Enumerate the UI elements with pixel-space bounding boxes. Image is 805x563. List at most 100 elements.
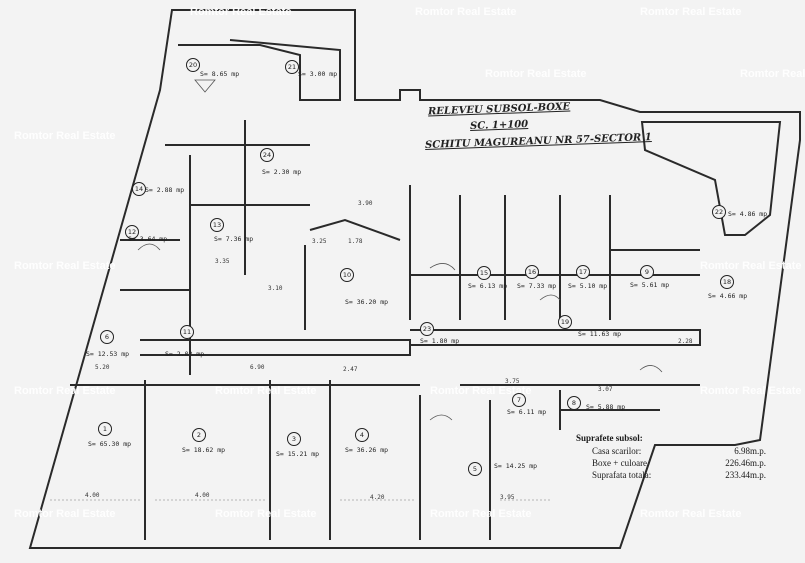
room-number: 1 [98, 422, 112, 436]
room-area: S= 8.65 mp [200, 70, 240, 78]
door-swing [137, 243, 161, 251]
dimension-label: 4.00 [195, 492, 210, 499]
room-number: 11 [180, 325, 194, 339]
room-area: S= 2.02 mp [165, 350, 205, 358]
area-summary: Suprafete subsol: Casa scarilor: 6.98m.p… [576, 433, 766, 482]
watermark: Romtor Real Estate [430, 508, 532, 520]
stair-hatch [194, 79, 216, 93]
room-area: S= 12.53 mp [86, 350, 130, 358]
room-number: 19 [558, 315, 572, 329]
room-area: S= 6.11 mp [507, 408, 547, 416]
room-number: 16 [525, 265, 539, 279]
watermark: Romtor Real Estate [14, 385, 116, 397]
dimension-label: 2.28 [678, 338, 693, 345]
dimension-label: 3.25 [312, 238, 327, 245]
corridor-wall [410, 329, 701, 346]
room-area: S= 4.66 mp [708, 292, 748, 300]
watermark: Romtor Real Estate [215, 385, 317, 397]
door-swing [429, 263, 456, 271]
room-area: S= 2.88 mp [145, 186, 185, 194]
room-number: 22 [712, 205, 726, 219]
room-area: S= 1.80 mp [420, 337, 460, 345]
dimension-label: 3.35 [215, 258, 230, 265]
room-area: S= 4.86 mp [728, 210, 768, 218]
summary-row: Suprafata totala: 233.44m.p. [592, 470, 766, 480]
room-area: S= 36.20 mp [345, 298, 389, 306]
watermark: Romtor Real Estate [14, 260, 116, 272]
dimension-label: 2.47 [343, 366, 358, 373]
summary-row: Casa scarilor: 6.98m.p. [592, 446, 766, 456]
dimension-label: 4.00 [85, 492, 100, 499]
room-number: 9 [640, 265, 654, 279]
room-number: 13 [210, 218, 224, 232]
room-number: 6 [100, 330, 114, 344]
room-number: 18 [720, 275, 734, 289]
room-area: S= 5.88 mp [586, 403, 626, 411]
outer-wall [28, 9, 801, 549]
watermark: Romtor Real Estate [14, 130, 116, 142]
dimension-label: 5.20 [95, 364, 110, 371]
dimension-label: 3.07 [598, 386, 613, 393]
corridor-wall [140, 339, 411, 356]
door-swing [429, 414, 453, 421]
summary-value: 6.98m.p. [734, 446, 766, 456]
room-number: 17 [576, 265, 590, 279]
room-area: S= 14.25 mp [494, 462, 538, 470]
room-number: 4 [355, 428, 369, 442]
watermark: Romtor Real Estate [700, 260, 802, 272]
summary-value: 233.44m.p. [725, 470, 766, 480]
watermark: Romtor Real Estate [640, 6, 742, 18]
annex-wall [178, 39, 341, 101]
room-area: S= 7.36 mp [214, 235, 254, 243]
room-area: S= 36.26 mp [345, 446, 389, 454]
room-number: 23 [420, 322, 434, 336]
annex-wall [640, 121, 782, 236]
room-number: 7 [512, 393, 526, 407]
room-number: 8 [567, 396, 581, 410]
summary-value: 226.46m.p. [725, 458, 766, 468]
room-number: 10 [340, 268, 354, 282]
watermark: Romtor Real Estate [430, 385, 532, 397]
door-swing [639, 365, 663, 373]
room-number: 2 [192, 428, 206, 442]
room-number: 14 [132, 182, 146, 196]
room-area: S= 2.30 mp [262, 168, 302, 176]
room-area: S= 6.13 mp [468, 282, 508, 290]
dimension-label: 3.10 [268, 285, 283, 292]
room-area: S= 7.33 mp [517, 282, 557, 290]
watermark: Romtor Real Estate [415, 6, 517, 18]
summary-row: Boxe + culoare 226.46m.p. [592, 458, 766, 468]
room-area: S= 15.21 mp [276, 450, 320, 458]
room-area: S= 5.10 mp [568, 282, 608, 290]
watermark: Romtor Real Estate [640, 508, 742, 520]
summary-label: Casa scarilor: [592, 446, 642, 456]
watermark: Romtor Real Estate [700, 385, 802, 397]
watermark: Romtor Real Estate [485, 68, 587, 80]
room-number: 21 [285, 60, 299, 74]
dimension-label: 3.75 [505, 378, 520, 385]
dimension-label: 1.78 [348, 238, 363, 245]
room-number: 3 [287, 432, 301, 446]
dimension-label: 6.90 [250, 364, 265, 371]
door-swing [539, 294, 561, 301]
partition [309, 218, 401, 241]
room-area: S= 11.63 mp [578, 330, 622, 338]
watermark: Romtor Real Estate [215, 508, 317, 520]
summary-heading: Suprafete subsol: [576, 433, 643, 443]
room-number: 12 [125, 225, 139, 239]
plan-title-line: SC. 1+100 [469, 118, 529, 133]
room-area: S= 18.62 mp [182, 446, 226, 454]
room-number: 20 [186, 58, 200, 72]
room-area: S= 65.30 mp [88, 440, 132, 448]
room-area: S= 3.00 mp [298, 70, 338, 78]
room-number: 24 [260, 148, 274, 162]
watermark: Romtor Real Estate [14, 508, 116, 520]
summary-label: Suprafata totala: [592, 470, 652, 480]
room-number: 5 [468, 462, 482, 476]
summary-label: Boxe + culoare [592, 458, 648, 468]
dimension-label: 3.95 [500, 494, 515, 501]
watermark: Romtor Real Estate [740, 68, 805, 80]
room-area: S= 3.64 mp [128, 235, 168, 243]
